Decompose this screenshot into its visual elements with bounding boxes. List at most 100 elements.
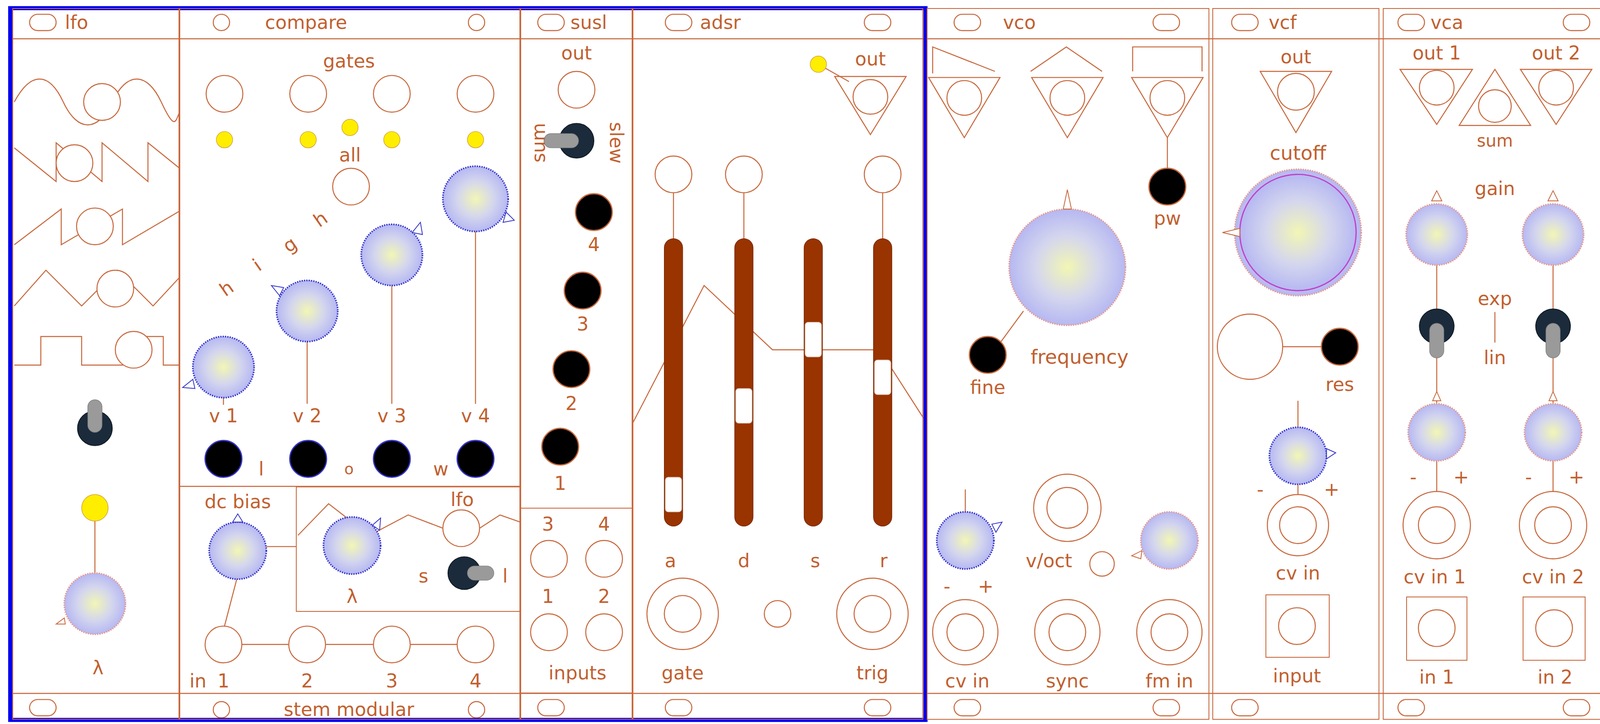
led [300,131,317,148]
panel-label: cv in [945,671,990,692]
knob-pointer [1131,550,1142,559]
jack-ring [1034,599,1101,666]
jack-ring [1519,491,1587,559]
panel-label: - [1409,467,1417,488]
module-title: susl [570,12,608,33]
panel-label: w [433,459,449,480]
panel-label: 2 [565,394,578,414]
jack-ring [1033,474,1101,542]
jack [1538,70,1574,106]
black-knob [541,428,579,466]
wire [1001,311,1024,342]
mount-hole [537,14,565,31]
wire [1282,346,1322,348]
panel-label: 3 [385,671,398,692]
toggle-lever [87,400,103,433]
panel-label: 1 [217,671,230,692]
jack [1277,73,1314,111]
panel-label: l [258,459,264,480]
knob [1522,204,1584,266]
panel-label: stem modular [283,700,415,720]
panel-label: s [810,551,821,571]
jack-ring [646,578,719,650]
cutoff-knob [1239,174,1357,291]
mount-hole [1231,699,1258,716]
panel-label: frequency [1030,346,1129,368]
led [341,119,358,136]
sum-triangle [1459,69,1531,126]
module-panel: vcfinput [1212,8,1380,721]
mount-hole [213,14,230,31]
black-knob [289,440,327,478]
panel-label: out 2 [1531,43,1581,63]
panel-label: sync [1045,671,1089,692]
mount-hole [1398,699,1425,716]
wire [743,192,745,239]
led [383,131,400,148]
panel-label: cv in 2 [1521,567,1584,588]
knob [323,517,381,575]
knob-pointer [1063,189,1072,210]
module-panel: lfo [12,8,180,721]
toggle-lever [543,133,579,148]
panel-label: exp [1478,289,1513,309]
slider-cap [735,388,752,424]
panel-label: gates [323,51,375,71]
panel-label: cv in [1275,563,1320,584]
panel-label: v/oct [1025,551,1073,571]
mount-hole [1398,14,1425,31]
wire [672,192,674,239]
panel-label: lin [1483,348,1507,368]
panel-label: in [189,671,207,692]
panel-label: 2 [301,671,314,692]
module-title: input [1272,666,1321,687]
jack-square: input [1265,594,1330,659]
panel-label: gate [661,663,704,684]
knob [1408,403,1466,461]
bottom-rail [12,693,1600,695]
panel-label: h [309,207,331,231]
knob [442,166,509,232]
mount-hole [213,701,230,718]
knob [361,224,423,286]
mount-hole [468,14,485,31]
wire [1297,484,1299,495]
jack [206,75,243,113]
jack [332,168,370,205]
output-triangle [1520,69,1592,125]
panel-label: out [1280,47,1312,67]
slider-track [873,238,892,527]
jack [56,144,93,182]
slider-cap [805,322,822,358]
jack [655,156,692,193]
panel-label: out [855,49,886,69]
jack [96,270,134,307]
panel-label: - [943,576,951,597]
jack [1478,89,1512,123]
highlight-frame [10,8,926,721]
knob [64,573,126,635]
jack [853,595,891,633]
jack [853,79,888,115]
led [81,494,108,522]
panel-label: out [561,43,592,63]
knob [1140,512,1198,570]
knob [1269,427,1327,485]
mount-hole [1153,699,1180,716]
panel-label: g [279,233,301,257]
knob [276,280,338,342]
jack [1149,80,1185,116]
lfo-wave [479,515,521,529]
jack [1419,70,1455,106]
panel-label: 3 [541,514,554,535]
wire [474,231,476,405]
wire [1552,461,1554,492]
panel-label: 2 [598,587,610,607]
panel-label: cv in 1 [1403,567,1466,588]
knob [192,336,255,398]
slider-track [664,238,683,527]
sub-panel: lfo [295,486,521,613]
black-knob [969,336,1006,374]
module-title: vca [1430,12,1464,33]
